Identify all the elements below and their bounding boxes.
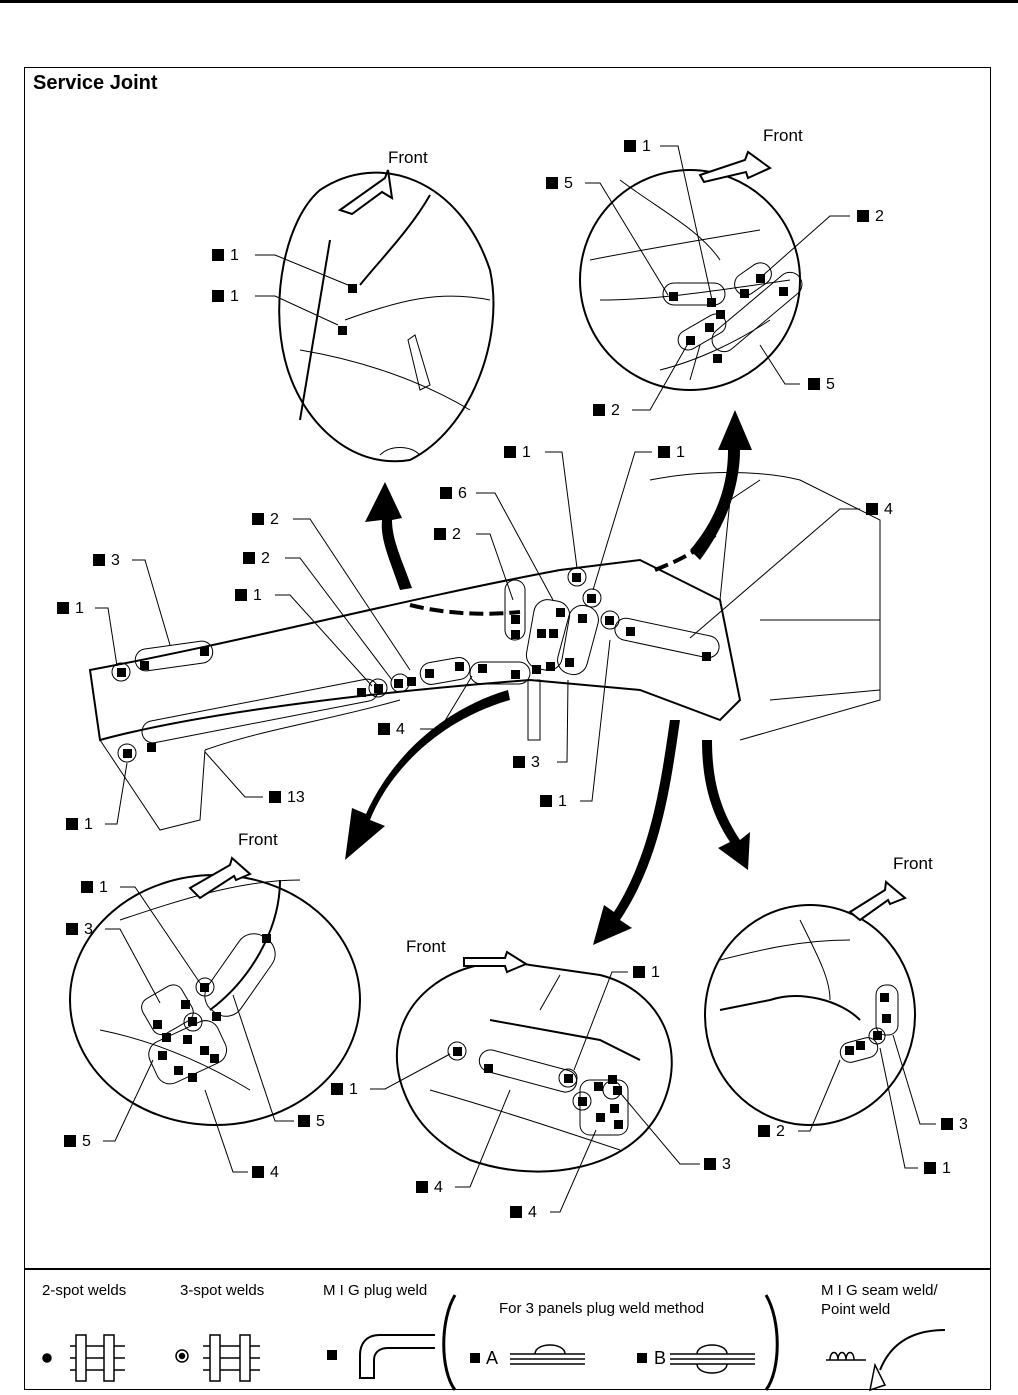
callout-label: 1 xyxy=(57,600,84,618)
callout-label: 2 xyxy=(857,208,884,226)
legend-mig-seam: M I G seam weld/ xyxy=(821,1282,938,1299)
callout-label: 4 xyxy=(252,1164,279,1182)
main-panel-outline xyxy=(88,558,742,742)
callout-label: 3 xyxy=(93,552,120,570)
callout-label: 4 xyxy=(866,501,893,519)
figure-title: Service Joint xyxy=(33,72,158,94)
header-rule xyxy=(0,0,1018,3)
callout-label: 2 xyxy=(434,526,461,544)
callout-label: 5 xyxy=(64,1133,91,1151)
legend-three-panel: For 3 panels plug weld method xyxy=(499,1300,705,1317)
callout-label: 1 xyxy=(212,247,239,265)
front-arrow-icon xyxy=(463,950,529,974)
callout-label: 4 xyxy=(378,721,405,739)
front-label-bottom-right: Front xyxy=(893,854,933,873)
callout-label: 4 xyxy=(416,1179,443,1197)
callout-label: 1 xyxy=(504,444,531,462)
legend-mig-plug: M I G plug weld xyxy=(323,1282,428,1299)
callout-label: 2 xyxy=(593,402,620,420)
detail-view-bottom-mid xyxy=(395,961,673,1173)
callout-label: 1 xyxy=(81,879,108,897)
callout-label: 2 xyxy=(252,511,279,529)
callout-label: 1 xyxy=(235,587,262,605)
callout-label: 1 xyxy=(66,816,93,834)
callout-label: 3 xyxy=(941,1116,968,1134)
front-label-bottom-mid: Front xyxy=(406,937,446,956)
detail-view-top-left xyxy=(278,171,495,463)
legend-divider xyxy=(24,1268,991,1270)
front-arrow-icon xyxy=(698,150,772,184)
callout-label: 4 xyxy=(510,1204,537,1222)
front-arrow-icon xyxy=(848,880,907,922)
detail-view-bottom-right xyxy=(704,904,916,1126)
callout-label: 2 xyxy=(758,1123,785,1141)
front-arrow-icon xyxy=(188,856,252,900)
callout-label: 6 xyxy=(440,485,467,503)
front-label-top-right: Front xyxy=(763,126,803,145)
front-label-bottom-left: Front xyxy=(238,830,278,849)
callout-label: 1 xyxy=(633,964,660,982)
callout-label: 2 xyxy=(243,550,270,568)
callout-label: 3 xyxy=(66,921,93,939)
callout-label: 13 xyxy=(269,789,305,807)
detail-view-bottom-left xyxy=(69,874,361,1126)
callout-label: 1 xyxy=(540,793,567,811)
figure-frame xyxy=(24,67,991,1390)
legend-b: B xyxy=(654,1348,667,1368)
callout-label: 1 xyxy=(331,1081,358,1099)
front-arrow-icon xyxy=(337,169,394,216)
callout-label: 3 xyxy=(513,754,540,772)
callout-label: 5 xyxy=(546,175,573,193)
callout-label: 1 xyxy=(658,444,685,462)
callout-label: 3 xyxy=(704,1156,731,1174)
legend-icons xyxy=(42,1294,946,1392)
detail-view-top-right xyxy=(579,169,801,391)
legend-a: A xyxy=(486,1348,499,1368)
callout-label: 5 xyxy=(808,376,835,394)
legend-three-spot: 3-spot welds xyxy=(180,1282,265,1299)
callout-label: 1 xyxy=(924,1160,951,1178)
callout-label: 1 xyxy=(624,138,651,156)
callout-label: 5 xyxy=(298,1113,325,1131)
legend-point-weld: Point weld xyxy=(821,1301,891,1318)
front-label-top-left: Front xyxy=(388,148,428,167)
callout-label: 1 xyxy=(212,288,239,306)
legend-two-spot: 2-spot welds xyxy=(42,1282,127,1299)
